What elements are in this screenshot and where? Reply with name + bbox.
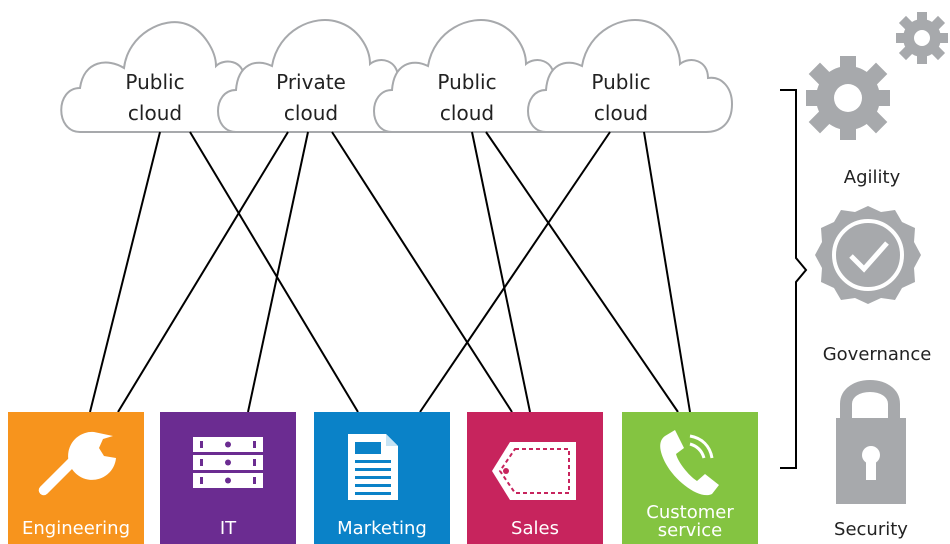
- price-tag-icon: [492, 442, 576, 500]
- tile-label: Marketing: [337, 518, 427, 539]
- cloud-public-2: Public cloud: [373, 18, 580, 133]
- benefit-label: Agility: [844, 167, 901, 188]
- tile-marketing[interactable]: Marketing: [314, 412, 450, 544]
- cloud-public-3: Public cloud: [527, 18, 734, 133]
- connection-line: [117, 131, 289, 413]
- cloud-label-line1: Public: [125, 70, 184, 94]
- connection-lines: [89, 131, 691, 413]
- tile-label: Engineering: [22, 518, 130, 539]
- cloud-label-line1: Private: [276, 70, 346, 94]
- benefit-label: Governance: [823, 344, 932, 365]
- cloud-label-line2: cloud: [128, 101, 182, 125]
- connection-line: [331, 131, 513, 413]
- connection-line: [419, 131, 611, 413]
- connection-line: [89, 131, 161, 413]
- padlock-icon: [836, 380, 906, 504]
- cloud-label-line2: cloud: [440, 101, 494, 125]
- benefit-label: Security: [834, 519, 908, 540]
- tile-label: Sales: [511, 518, 559, 539]
- cloud-label-line1: Public: [437, 70, 496, 94]
- gears-icon: [806, 12, 948, 140]
- checkmark-badge-icon: [815, 206, 921, 304]
- phone-icon: [660, 430, 719, 496]
- tile-label-line1: Customer: [646, 502, 734, 523]
- connection-line: [189, 131, 359, 413]
- tile-customer-service[interactable]: Customer service: [622, 412, 758, 544]
- cloud-label-line1: Public: [591, 70, 650, 94]
- connection-line: [643, 131, 691, 413]
- server-rack-icon: [193, 437, 263, 488]
- connection-line: [471, 131, 531, 413]
- cloud-label-line2: cloud: [284, 101, 338, 125]
- connection-line: [485, 131, 679, 413]
- wrench-icon: [38, 431, 116, 496]
- tile-label: IT: [220, 518, 237, 539]
- brace-bracket: [780, 89, 808, 469]
- tile-background: [8, 412, 144, 544]
- benefit-security: Security: [834, 380, 908, 540]
- connection-line: [247, 131, 309, 413]
- benefits: Agility Governance Security: [806, 12, 948, 540]
- clouds: Public cloud Private cloud Public cloud …: [60, 18, 734, 133]
- cloud-label-line2: cloud: [594, 101, 648, 125]
- document-icon: [348, 434, 398, 500]
- tile-label-line2: service: [658, 520, 722, 541]
- tile-engineering[interactable]: Engineering: [8, 412, 144, 544]
- benefit-agility: Agility: [806, 12, 948, 188]
- department-tiles: Engineering IT: [8, 412, 758, 544]
- cloud-shape: [527, 18, 734, 133]
- tile-it[interactable]: IT: [160, 412, 296, 544]
- benefit-governance: Governance: [815, 206, 931, 365]
- tile-sales[interactable]: Sales: [467, 412, 603, 544]
- cloud-private: Private cloud: [217, 18, 424, 133]
